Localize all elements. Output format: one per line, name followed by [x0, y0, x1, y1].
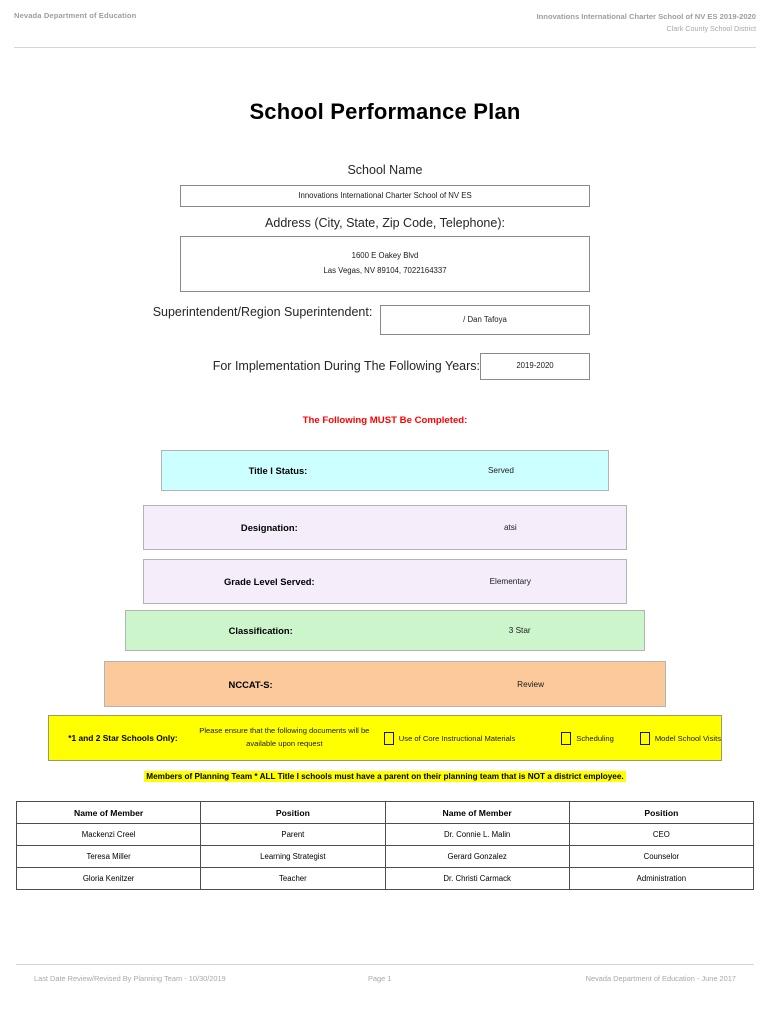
school-name-label: School Name [347, 163, 423, 177]
implementation-years-value: 2019-2020 [516, 361, 554, 371]
footer-page-number: Page 1 [368, 974, 392, 983]
header-district-name: Clark County School District [666, 23, 756, 33]
status-bar-classification-value: 3 Star [508, 626, 531, 635]
address-label: Address (City, State, Zip Code, Telephon… [265, 216, 505, 230]
status-bar-grade-level[interactable]: Grade Level Served: Elementary [143, 559, 627, 604]
implementation-years-label: For Implementation During The Following … [212, 359, 480, 373]
table-cell[interactable]: Dr. Christi Carmack [384, 867, 570, 890]
superintendent-label: Superintendent/Region Superintendent: [152, 305, 373, 319]
status-bar-grade-level-label: Grade Level Served: [223, 576, 315, 587]
footer-source: Nevada Department of Education - June 20… [585, 974, 736, 983]
star-schools-title: *1 and 2 Star Schools Only: [68, 733, 178, 743]
implementation-years-field[interactable]: 2019-2020 [480, 353, 590, 380]
superintendent-field[interactable]: / Dan Tafoya [380, 305, 590, 335]
status-bar-classification[interactable]: Classification: 3 Star [125, 610, 645, 651]
table-cell[interactable]: CEO [568, 823, 755, 846]
checkbox-label-model-school-visits: Model School Visits [654, 733, 721, 743]
table-cell[interactable]: Mackenzi Creel [15, 823, 202, 846]
checkbox-icon[interactable] [383, 731, 394, 745]
checkbox-item-model-school-visits[interactable]: Model School Visits [639, 731, 721, 745]
must-be-completed-notice: The Following MUST Be Completed: [302, 415, 468, 426]
table-cell[interactable]: Parent [200, 823, 386, 846]
status-bar-nccat-s-value: Review [517, 679, 545, 689]
page-header: Nevada Department of Education Innovatio… [0, 0, 770, 48]
table-row: Teresa Miller Learning Strategist Gerard… [15, 845, 755, 868]
table-cell[interactable]: Dr. Connie L. Malin [384, 823, 570, 846]
column-header-name-2: Name of Member [384, 801, 570, 824]
address-line-2: Las Vegas, NV 89104, 7022164337 [323, 266, 447, 275]
status-bar-designation[interactable]: Designation: atsi [143, 505, 627, 550]
status-bar-grade-level-value: Elementary [489, 577, 532, 586]
status-bar-nccat-s-label: NCCAT-S: [228, 678, 273, 690]
table-cell[interactable]: Teacher [200, 867, 386, 890]
school-name-field[interactable]: Innovations International Charter School… [180, 185, 590, 207]
footer-last-revised: Last Date Review/Revised By Planning Tea… [34, 974, 226, 983]
header-agency-name: Nevada Department of Education [14, 11, 137, 20]
star-schools-note: Please ensure that the following documen… [199, 726, 370, 748]
planning-team-banner: Members of Planning Team * ALL Title I s… [0, 766, 770, 784]
table-cell[interactable]: Gloria Kenitzer [15, 867, 202, 890]
checkbox-item-core-materials[interactable]: Use of Core Instructional Materials [383, 731, 516, 745]
footer-divider [16, 964, 754, 965]
planning-team-table: Name of Member Position Name of Member P… [15, 801, 755, 890]
table-row: Mackenzi Creel Parent Dr. Connie L. Mali… [15, 823, 755, 846]
star-schools-row: *1 and 2 Star Schools Only: Please ensur… [48, 715, 722, 761]
address-line-1: 1600 E Oakey Blvd [351, 251, 419, 261]
table-cell[interactable]: Learning Strategist [200, 845, 386, 868]
checkbox-item-scheduling[interactable]: Scheduling [561, 731, 614, 745]
table-cell[interactable]: Counselor [568, 845, 755, 868]
address-field[interactable]: 1600 E Oakey Blvd Las Vegas, NV 89104, 7… [180, 236, 590, 292]
status-bar-designation-label: Designation: [240, 522, 298, 533]
status-bar-classification-label: Classification: [228, 625, 293, 636]
status-bar-title-i-label: Title I Status: [248, 465, 308, 476]
status-bar-designation-value: atsi [503, 523, 517, 532]
table-header-row: Name of Member Position Name of Member P… [15, 801, 755, 824]
table-cell[interactable]: Teresa Miller [15, 845, 202, 868]
column-header-position-2: Position [568, 801, 755, 824]
checkbox-icon[interactable] [639, 731, 650, 745]
planning-team-banner-text: Members of Planning Team * ALL Title I s… [144, 771, 626, 782]
header-divider [14, 47, 756, 48]
table-cell[interactable]: Gerard Gonzalez [384, 845, 570, 868]
column-header-name-1: Name of Member [15, 801, 202, 824]
status-bar-title-i-value: Served [487, 466, 514, 475]
status-bar-title-i[interactable]: Title I Status: Served [161, 450, 609, 491]
header-school-name-year: Innovations International Charter School… [536, 12, 756, 21]
superintendent-value: / Dan Tafoya [463, 314, 507, 324]
checkbox-label-scheduling: Scheduling [576, 733, 614, 743]
page-title: School Performance Plan [249, 99, 521, 124]
header-school-info: Innovations International Charter School… [537, 11, 756, 34]
status-bar-nccat-s[interactable]: NCCAT-S: Review [104, 661, 666, 707]
checkbox-icon[interactable] [561, 731, 572, 745]
table-row: Gloria Kenitzer Teacher Dr. Christi Carm… [15, 867, 755, 890]
school-name-value: Innovations International Charter School… [298, 190, 472, 200]
column-header-position-1: Position [200, 801, 386, 824]
checkbox-label-core-materials: Use of Core Instructional Materials [398, 733, 516, 743]
table-cell[interactable]: Administration [568, 867, 755, 890]
page-footer: Last Date Review/Revised By Planning Tea… [16, 974, 754, 988]
